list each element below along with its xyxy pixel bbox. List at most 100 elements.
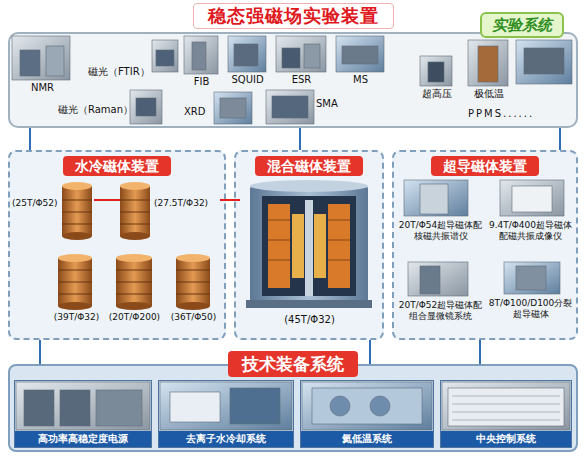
instrument-item: 磁光（Raman） [58, 86, 164, 126]
illustration-shape [468, 40, 508, 86]
instrument-item: 超高压 [412, 56, 461, 104]
instrument-item: FIB [180, 36, 223, 92]
illustration-shape [266, 90, 314, 124]
connector-line [39, 340, 41, 364]
illustration-shape [116, 302, 152, 310]
magnet-item: (20T/Φ200) [104, 254, 165, 334]
illustration-shape [176, 258, 210, 306]
illustration-shape [58, 254, 92, 262]
illustration-shape [342, 46, 378, 64]
illustration-shape [268, 220, 290, 221]
illustration-shape [62, 212, 92, 213]
instrument-label: PPMS...... [468, 108, 534, 120]
instrument-label: 超高压 [412, 88, 461, 100]
magnet-panel: 水冷磁体装置(25T/Φ52)(27.5T/Φ32)(39T/Φ32)(20T/… [8, 150, 226, 340]
illustration-shape [136, 98, 156, 116]
illustration-shape [500, 180, 564, 216]
support-item: 去离子水冷却系统 [158, 380, 294, 448]
illustration-shape [24, 390, 54, 426]
illustration-shape [428, 62, 444, 82]
illustration-shape [512, 186, 552, 212]
illustration-shape [120, 224, 150, 225]
illustration-shape [408, 262, 468, 296]
illustration-shape [328, 204, 350, 288]
illustration-shape [268, 220, 350, 260]
connector-line [369, 340, 371, 364]
illustration-shape [62, 186, 92, 236]
illustration-shape [268, 260, 290, 261]
illustration-shape [328, 220, 350, 221]
illustration-shape [60, 390, 90, 426]
panel-heading: 水冷磁体装置 [63, 156, 171, 176]
diagram-title: 稳态强磁场实验装置 [193, 3, 394, 29]
instrument-item: XRD [184, 96, 254, 126]
magnet-panel: 超导磁体装置 20T/Φ54超导磁体配核磁共振谱仪9.4T/Φ400超导磁体配磁共… [392, 150, 578, 340]
connector-line [94, 199, 120, 201]
instrument-label: XRD [184, 106, 206, 118]
instrument-label: FIB [180, 76, 223, 88]
illustration-shape [420, 184, 448, 214]
magnet-spec: (45T/Φ32) [240, 314, 379, 326]
magnet-item: 20T/Φ52超导磁体配组合显微镜系统 [396, 262, 485, 336]
illustration-shape [305, 200, 313, 296]
illustration-shape [516, 40, 572, 84]
illustration-shape [452, 420, 560, 421]
illustration-shape [58, 200, 210, 294]
illustration-shape [58, 270, 92, 271]
connector-line [29, 128, 31, 150]
illustration-shape [452, 404, 560, 405]
illustration-shape [192, 42, 206, 70]
panel-heading: 超导磁体装置 [431, 156, 539, 176]
instrument-item: 极低温 [464, 40, 513, 102]
magnet-item: 8T/Φ100/D100分裂超导磁体 [486, 262, 575, 336]
instrument-item: MS [334, 36, 387, 88]
illustration-shape [58, 294, 92, 295]
connector-line [299, 128, 301, 150]
table-lines [452, 396, 560, 420]
instrument-item: NMR [10, 36, 75, 96]
magnet-item: 9.4T/Φ400超导磁体配磁共振成像仪 [486, 180, 575, 256]
illustration-shape [176, 282, 210, 283]
illustration-shape [404, 180, 468, 216]
illustration-shape [156, 50, 174, 66]
illustration-shape [420, 266, 440, 294]
instrument-item: SMA [262, 90, 352, 126]
illustration-shape [328, 260, 350, 261]
instrument-item: PPMS...... [468, 108, 574, 124]
illustration-shape [228, 36, 266, 72]
support-panel: 技术装备系统高功率高稳定度电源去离子水冷却系统氦低温系统中央控制系统 [8, 364, 578, 452]
water-magnets [58, 182, 210, 310]
magnet-spec: 9.4T/Φ400超导磁体配磁共振成像仪 [486, 220, 575, 242]
illustration-shape [46, 46, 64, 76]
connector-line [220, 199, 240, 201]
illustration-shape [452, 412, 560, 413]
illustration-shape [116, 270, 152, 271]
illustration-shape [176, 302, 210, 310]
system-panel: 实验系统NMR磁光（FTIR）FIBSQUIDESRMS超高压极低温磁光（Ram… [8, 32, 578, 128]
illustration-shape [176, 294, 210, 295]
instrument-label: SQUID [224, 74, 271, 86]
magnet-item: (27.5T/Φ32) [120, 182, 220, 244]
illustration-shape [120, 212, 150, 213]
illustration-shape [62, 200, 92, 201]
illustration-shape [58, 302, 92, 310]
support-label: 高功率高稳定度电源 [15, 431, 151, 447]
illustration-shape [152, 40, 178, 72]
illustration-shape [268, 204, 290, 288]
magnet-item: (45T/Φ32) [240, 180, 379, 336]
illustration-shape [314, 214, 326, 278]
illustration-shape [214, 92, 252, 124]
illustration-shape [12, 36, 70, 80]
illustration-shape [62, 224, 92, 225]
illustration-shape [184, 36, 218, 74]
support-item: 中央控制系统 [440, 380, 572, 448]
illustration-shape [20, 50, 40, 76]
illustration-shape [170, 392, 220, 422]
illustration-shape [116, 258, 152, 306]
illustration-shape [262, 196, 356, 296]
illustration-shape [176, 270, 210, 271]
magnet-item: (36T/Φ50) [164, 254, 223, 334]
magnet-spec: 20T/Φ54超导磁体配核磁共振谱仪 [396, 220, 485, 242]
